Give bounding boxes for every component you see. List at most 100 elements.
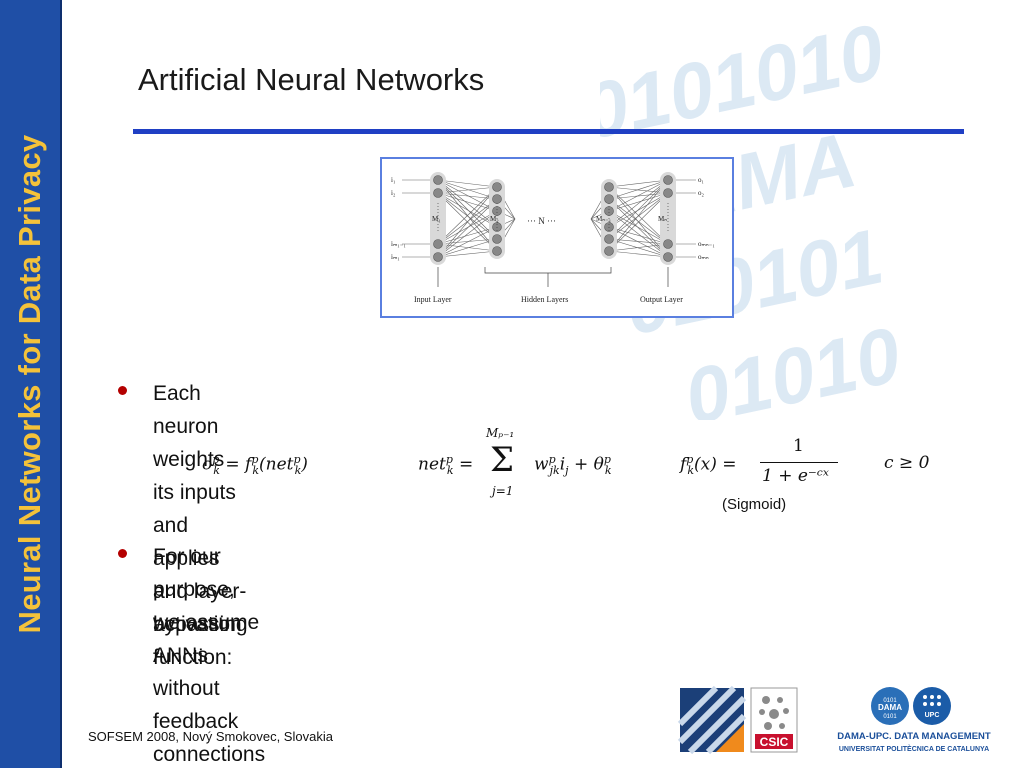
- neuron-node: [663, 188, 673, 198]
- input-label-3: iₘ₁₋₁: [391, 240, 406, 248]
- connection-edge: [608, 198, 669, 258]
- formula-row: opk = fpk(netpk) netpk = Mₚ₋₁ Σ j=1 wpjk…: [190, 426, 950, 516]
- connection-edge: [608, 192, 669, 200]
- hidden-ellipsis: ··· N ···: [527, 216, 556, 226]
- connection-edge: [608, 250, 669, 258]
- connection-edge: [608, 179, 669, 240]
- output-label-4: oₘₙ: [698, 253, 709, 261]
- sigmoid-numerator: 1: [793, 436, 804, 456]
- sum-symbol: Σ: [490, 440, 515, 480]
- connection-edge: [437, 226, 498, 258]
- connection-edge: [437, 250, 498, 258]
- neuron-node: [492, 234, 502, 244]
- connection-edge: [437, 198, 498, 258]
- connection-edge: [437, 192, 498, 240]
- dama-badge-text: DAMA: [878, 703, 902, 712]
- connection-edge: [437, 226, 498, 245]
- sigmoid-denominator: 1 + e⁻ᶜˣ: [762, 466, 829, 486]
- neural-network-diagram: i₁ i₂ iₘ₁₋₁ iₘ₁ o₁ o₂ oₘₙ₋₁ oₘₙ M₁ M₂ Mₙ…: [380, 157, 734, 318]
- sidebar: Neural Networks for Data Privacy: [0, 0, 62, 768]
- layer-label-3: Mₙ₋₁: [596, 215, 611, 223]
- connection-edge: [608, 192, 669, 240]
- svg-text:0101: 0101: [883, 698, 897, 704]
- layer-label-1: M₁: [432, 215, 441, 223]
- connection-edge: [437, 192, 498, 212]
- neuron-node: [492, 182, 502, 192]
- input-layer-label: Input Layer: [414, 295, 452, 304]
- net-formula-lhs: netpk =: [418, 453, 474, 478]
- dama-logo: 0101 DAMA 0101: [871, 687, 909, 725]
- input-label-4: iₘ₁: [391, 253, 400, 261]
- neuron-node: [604, 182, 614, 192]
- neuron-node: [433, 188, 443, 198]
- connection-edge: [608, 238, 669, 245]
- csic-wordmark: CSIC: [760, 735, 789, 749]
- fraction-bar: [760, 462, 838, 463]
- input-label-1: i₁: [391, 176, 395, 184]
- output-label-1: o₁: [698, 176, 704, 184]
- connection-edge: [608, 238, 669, 258]
- title-divider: [133, 129, 964, 134]
- dama-title: DAMA-UPC. DATA MANAGEMENT: [837, 731, 991, 742]
- slide-title: Artificial Neural Networks: [138, 62, 485, 97]
- footer-text: SOFSEM 2008, Nový Smokovec, Slovakia: [88, 729, 333, 744]
- logos-strip: CSIC 0101 DAMA 0101 UPC DAMA-UPC. DATA M…: [676, 684, 1024, 768]
- output-formula: opk = fpk(netpk): [202, 453, 308, 478]
- neuron-node: [433, 239, 443, 249]
- bullet-text: Each neuron weights its inputs and appli…: [153, 382, 242, 669]
- neuron-node: [433, 175, 443, 185]
- connection-edge: [437, 238, 498, 245]
- connection-edge: [437, 210, 498, 245]
- connection-edge: [608, 192, 669, 252]
- bullet-text-line-1: For our purpose, we assume ANNs without …: [153, 545, 266, 766]
- upc-badge-text: UPC: [925, 712, 940, 719]
- connection-edge: [608, 226, 669, 245]
- sigmoid-lhs: fpk(x) =: [680, 453, 737, 478]
- csic-logo: CSIC: [750, 687, 798, 753]
- connection-edge: [437, 192, 498, 200]
- connection-edge: [437, 192, 498, 228]
- net-formula-rhs: wpjkij + θpk: [534, 453, 612, 478]
- connection-edge: [437, 179, 498, 200]
- connection-edge: [608, 179, 669, 212]
- connection-edge: [437, 210, 498, 258]
- connection-edge: [608, 226, 669, 258]
- sidebar-title: Neural Networks for Data Privacy: [12, 134, 47, 634]
- connection-edge: [608, 179, 669, 200]
- connection-edge: [437, 238, 498, 258]
- connection-edge: [437, 186, 498, 245]
- connection-edge: [608, 243, 669, 252]
- connection-edge: [437, 186, 498, 258]
- neuron-node: [663, 252, 673, 262]
- connection-edge: [608, 198, 669, 245]
- bullet-marker: [118, 549, 127, 558]
- input-label-2: i₂: [391, 189, 396, 197]
- layer-label-2: M₂: [490, 215, 499, 223]
- stripes-logo: [677, 685, 747, 755]
- connection-edge: [437, 179, 498, 188]
- connection-edge: [437, 179, 498, 228]
- neuron-node: [663, 175, 673, 185]
- sum-lower-limit: j=1: [492, 484, 514, 498]
- connection-edge: [608, 186, 669, 194]
- sigmoid-label: (Sigmoid): [722, 496, 787, 513]
- connection-edge: [608, 179, 669, 252]
- upc-logo: UPC: [913, 687, 951, 725]
- neuron-node: [604, 246, 614, 256]
- connection-edge: [437, 186, 498, 194]
- svg-text:0101: 0101: [883, 714, 897, 720]
- connection-edge: [437, 198, 498, 245]
- neuron-node: [604, 234, 614, 244]
- connection-edge: [608, 210, 669, 245]
- neuron-node: [433, 252, 443, 262]
- sum-upper-limit: Mₚ₋₁: [486, 426, 515, 440]
- output-label-3: oₘₙ₋₁: [698, 240, 715, 248]
- connection-edge: [608, 179, 669, 188]
- neuron-node: [663, 239, 673, 249]
- bullet-text-line-2: and layer-bypassing: [153, 580, 248, 636]
- connection-edge: [608, 192, 669, 212]
- dama-subtitle: UNIVERSITAT POLITÈCNICA DE CATALUNYA: [839, 744, 989, 753]
- output-layer-label: Output Layer: [640, 295, 683, 304]
- connection-edge: [437, 179, 498, 212]
- bullet-marker: [118, 386, 127, 395]
